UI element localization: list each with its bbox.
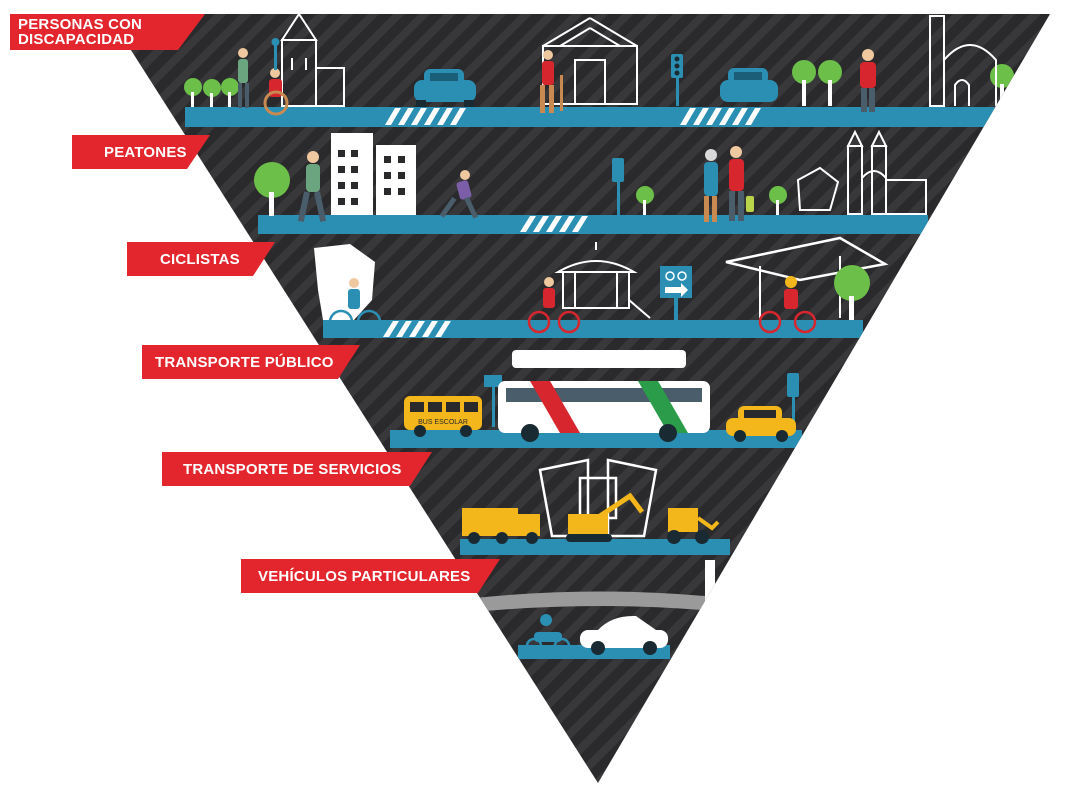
banner-transporte-servicios (162, 452, 432, 486)
traffic-light-icon (787, 373, 799, 430)
kiosk-icon (554, 242, 651, 319)
walker-person-icon (540, 50, 563, 113)
road-level-2 (258, 215, 928, 234)
level-transporte-servicios-scene (460, 458, 730, 555)
level-personas-scene (184, 14, 1014, 127)
tree-icon (834, 265, 870, 320)
cyclist-icon (527, 277, 581, 334)
excavator-icon (566, 492, 644, 542)
banner-vehiculos (241, 559, 500, 593)
car-icon (580, 615, 668, 655)
road-level-5 (460, 539, 730, 555)
banner-peatones (72, 135, 210, 169)
cathedral-icon (929, 15, 997, 107)
bridge-icon (475, 560, 725, 612)
level-transporte-publico-scene: BUS ESCOLAR (390, 350, 802, 448)
school-bus-text: BUS ESCOLAR (418, 419, 468, 426)
bus-stop-icon (484, 350, 686, 427)
school-bus-icon: BUS ESCOLAR (404, 396, 482, 437)
dump-truck-icon (462, 508, 540, 544)
banner-transporte-publico (142, 345, 360, 379)
motorcycle-icon (525, 614, 571, 655)
level-vehiculos-scene (475, 560, 725, 659)
blind-person-icon (860, 49, 876, 112)
wheelchair-person-icon (238, 48, 289, 116)
road-level-1 (185, 107, 1005, 127)
label-vehiculos-particulares: VEHÍCULOS PARTICULARES (258, 568, 471, 585)
taxi-icon (726, 406, 796, 442)
traffic-light-icon (612, 158, 624, 215)
level-peatones-scene (254, 129, 928, 234)
monument-icon (542, 17, 638, 105)
label-transporte-publico: TRANSPORTE PÚBLICO (155, 354, 334, 371)
pedestrian-icon (297, 151, 327, 222)
loader-icon (667, 508, 720, 544)
cathedral-icon (796, 129, 927, 215)
tree-icon (184, 78, 239, 107)
label-ciclistas: CICLISTAS (160, 251, 240, 268)
car-icon (720, 68, 778, 102)
cyclist-icon (328, 278, 382, 335)
tree-icon (254, 162, 787, 216)
label-peatones: PEATONES (104, 144, 187, 161)
city-bus-icon (498, 381, 710, 442)
elderly-couple-icon (704, 146, 754, 222)
bike-lane-sign-icon (660, 266, 692, 320)
cyclist-icon (758, 276, 817, 334)
traffic-light-icon (671, 54, 683, 106)
label-transporte-de-servicios: TRANSPORTE DE SERVICIOS (183, 461, 402, 478)
road-level-4 (390, 430, 802, 448)
road-level-3 (323, 320, 863, 338)
level-ciclistas-scene (314, 236, 889, 338)
car-icon (414, 69, 476, 107)
runner-icon (439, 170, 479, 219)
banner-personas (10, 14, 205, 50)
label-personas-con-discapacidad: PERSONAS CON DISCAPACIDAD (18, 16, 143, 48)
banner-ciclistas (127, 242, 275, 276)
church-icon (280, 14, 345, 107)
